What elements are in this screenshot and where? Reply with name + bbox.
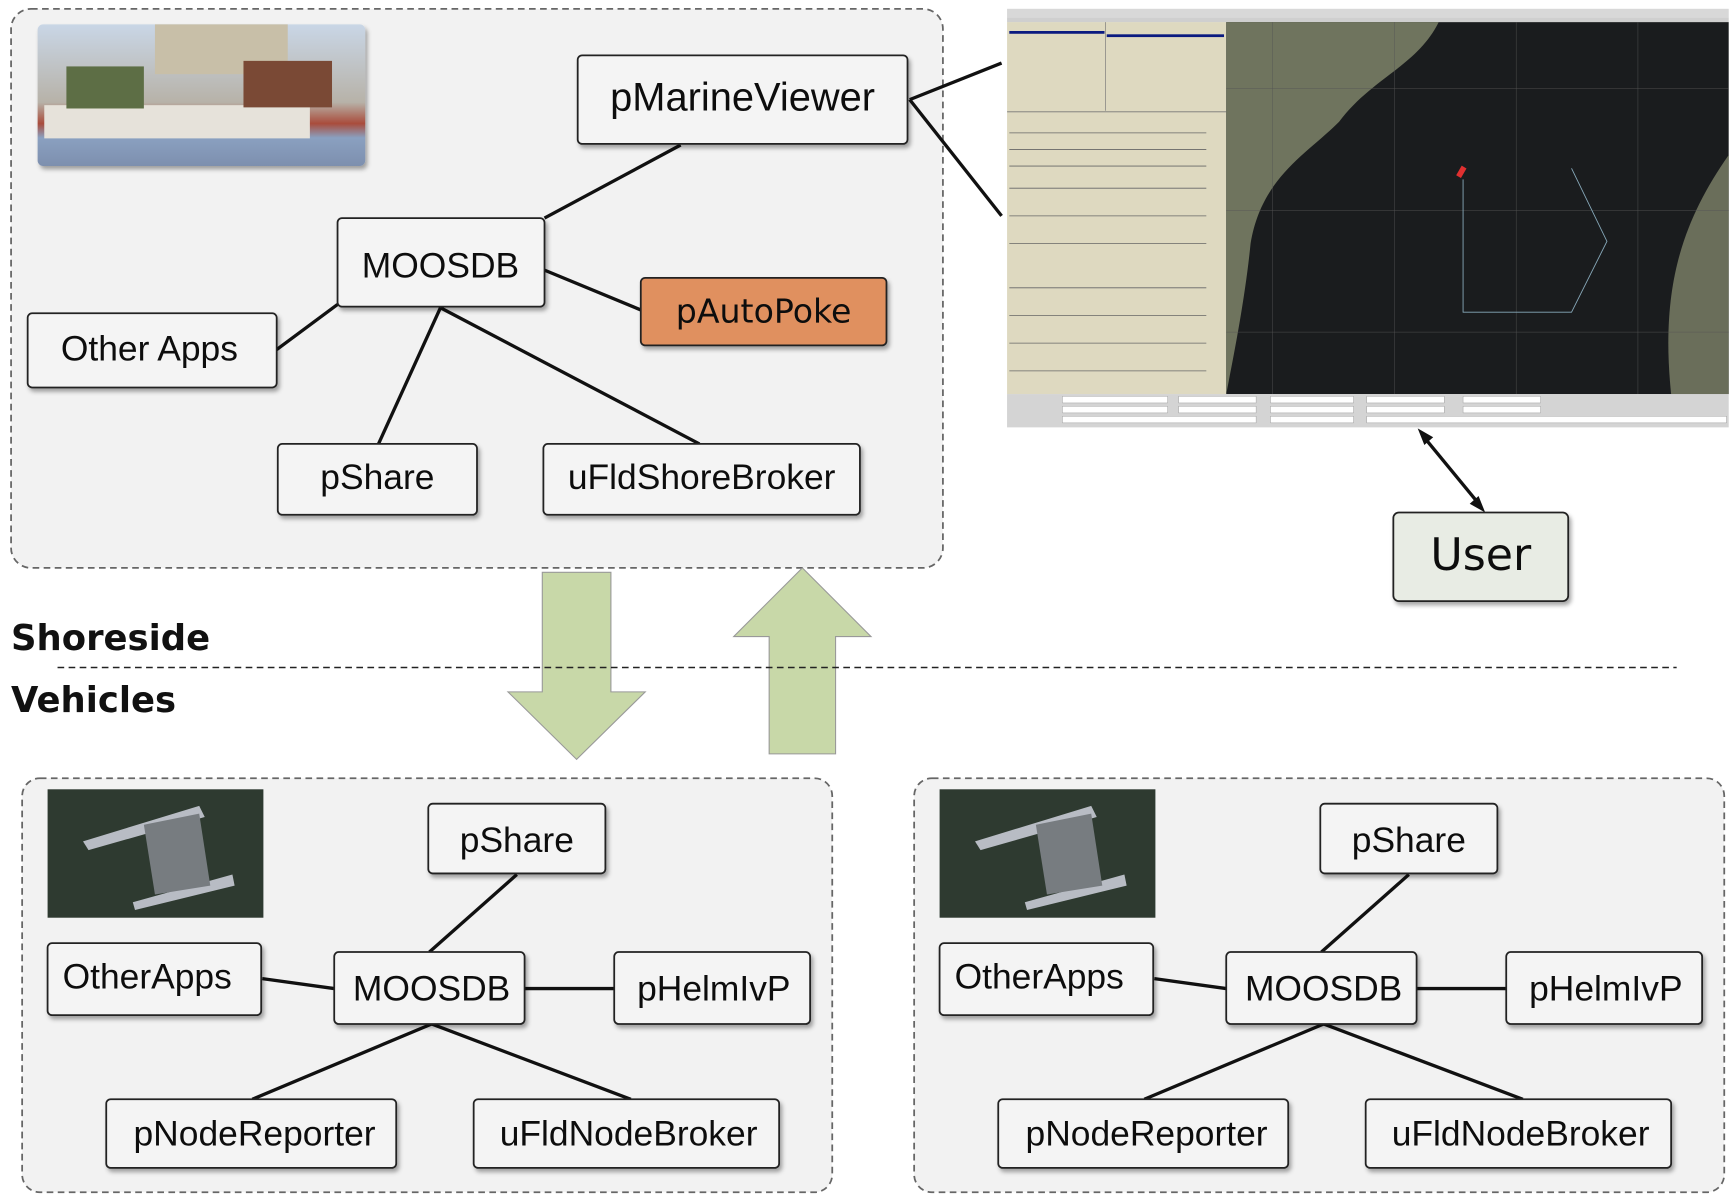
node-label: User (1430, 530, 1532, 581)
node-label: uFldShoreBroker (568, 457, 836, 497)
user-double-arrow (1417, 428, 1486, 513)
node-label: MOOSDB (353, 969, 510, 1009)
node-phelmivp: pHelmIvP (613, 951, 811, 1025)
node-label: pShare (320, 457, 434, 497)
node-user: User (1392, 511, 1570, 602)
node-pmarineviewer: pMarineViewer (576, 54, 909, 145)
node-label: uFldNodeBroker (1392, 1114, 1650, 1154)
edge-moosdb-pshare (376, 307, 442, 445)
vehicles-label: Vehicles (11, 680, 176, 721)
node-label: pNodeReporter (134, 1114, 376, 1154)
node-pshare: pShare (427, 802, 607, 875)
node-label: pAutoPoke (676, 292, 852, 331)
node-pshare: pShare (276, 443, 478, 516)
node-pshare: pShare (1319, 802, 1499, 875)
node-ufldnodebroker: uFldNodeBroker (1364, 1098, 1673, 1169)
node-moosdb: MOOSDB (1225, 951, 1418, 1025)
edge-moosdb-autopoke (543, 268, 642, 312)
node-label: pHelmIvP (1529, 969, 1682, 1009)
node-label: pShare (460, 820, 574, 860)
node-label: pMarineViewer (610, 75, 875, 119)
node-otherapps: OtherApps (938, 942, 1155, 1017)
edge-moosdb-otherapps (272, 303, 339, 354)
callout-line-top (909, 61, 1003, 102)
node-pautopoke: pAutoPoke (639, 276, 888, 347)
node-label: MOOSDB (1245, 969, 1402, 1009)
node-phelmivp: pHelmIvP (1505, 951, 1704, 1025)
node-pnodereporter: pNodeReporter (105, 1098, 398, 1169)
vehicle-group-2: pShare OtherApps MOOSDB pHelmIvP pNodeRe… (913, 777, 1726, 1194)
up-arrow (732, 567, 873, 755)
node-label: pHelmIvP (637, 969, 790, 1009)
node-moosdb: MOOSDB (333, 951, 526, 1025)
node-label: pNodeReporter (1026, 1114, 1268, 1154)
node-pnodereporter: pNodeReporter (997, 1098, 1290, 1169)
node-label: uFldNodeBroker (500, 1114, 758, 1154)
boathouse-photo (37, 24, 366, 167)
vehicle-group-1: pShare OtherApps MOOSDB pHelmIvP pNodeRe… (21, 777, 834, 1194)
node-label: Other Apps (61, 329, 238, 369)
vehicle-photo (47, 789, 264, 918)
node-label: pShare (1352, 820, 1466, 860)
down-arrow (506, 571, 647, 761)
node-moosdb: MOOSDB (336, 217, 546, 308)
node-ufldshorebroker: uFldShoreBroker (542, 443, 861, 516)
node-other-apps: Other Apps (26, 312, 278, 389)
vehicle-photo (939, 789, 1156, 918)
edge-moosdb-shorebroker (439, 306, 701, 446)
node-otherapps: OtherApps (46, 942, 263, 1017)
node-ufldnodebroker: uFldNodeBroker (472, 1098, 781, 1169)
node-label: MOOSDB (362, 246, 519, 286)
edge-moosdb-viewer (543, 143, 682, 220)
shoreside-label: Shoreside (11, 618, 210, 659)
callout-line-bottom (908, 98, 1003, 217)
pmarineviewer-screenshot (1007, 8, 1729, 428)
node-label: OtherApps (955, 956, 1124, 996)
node-label: OtherApps (63, 956, 232, 996)
